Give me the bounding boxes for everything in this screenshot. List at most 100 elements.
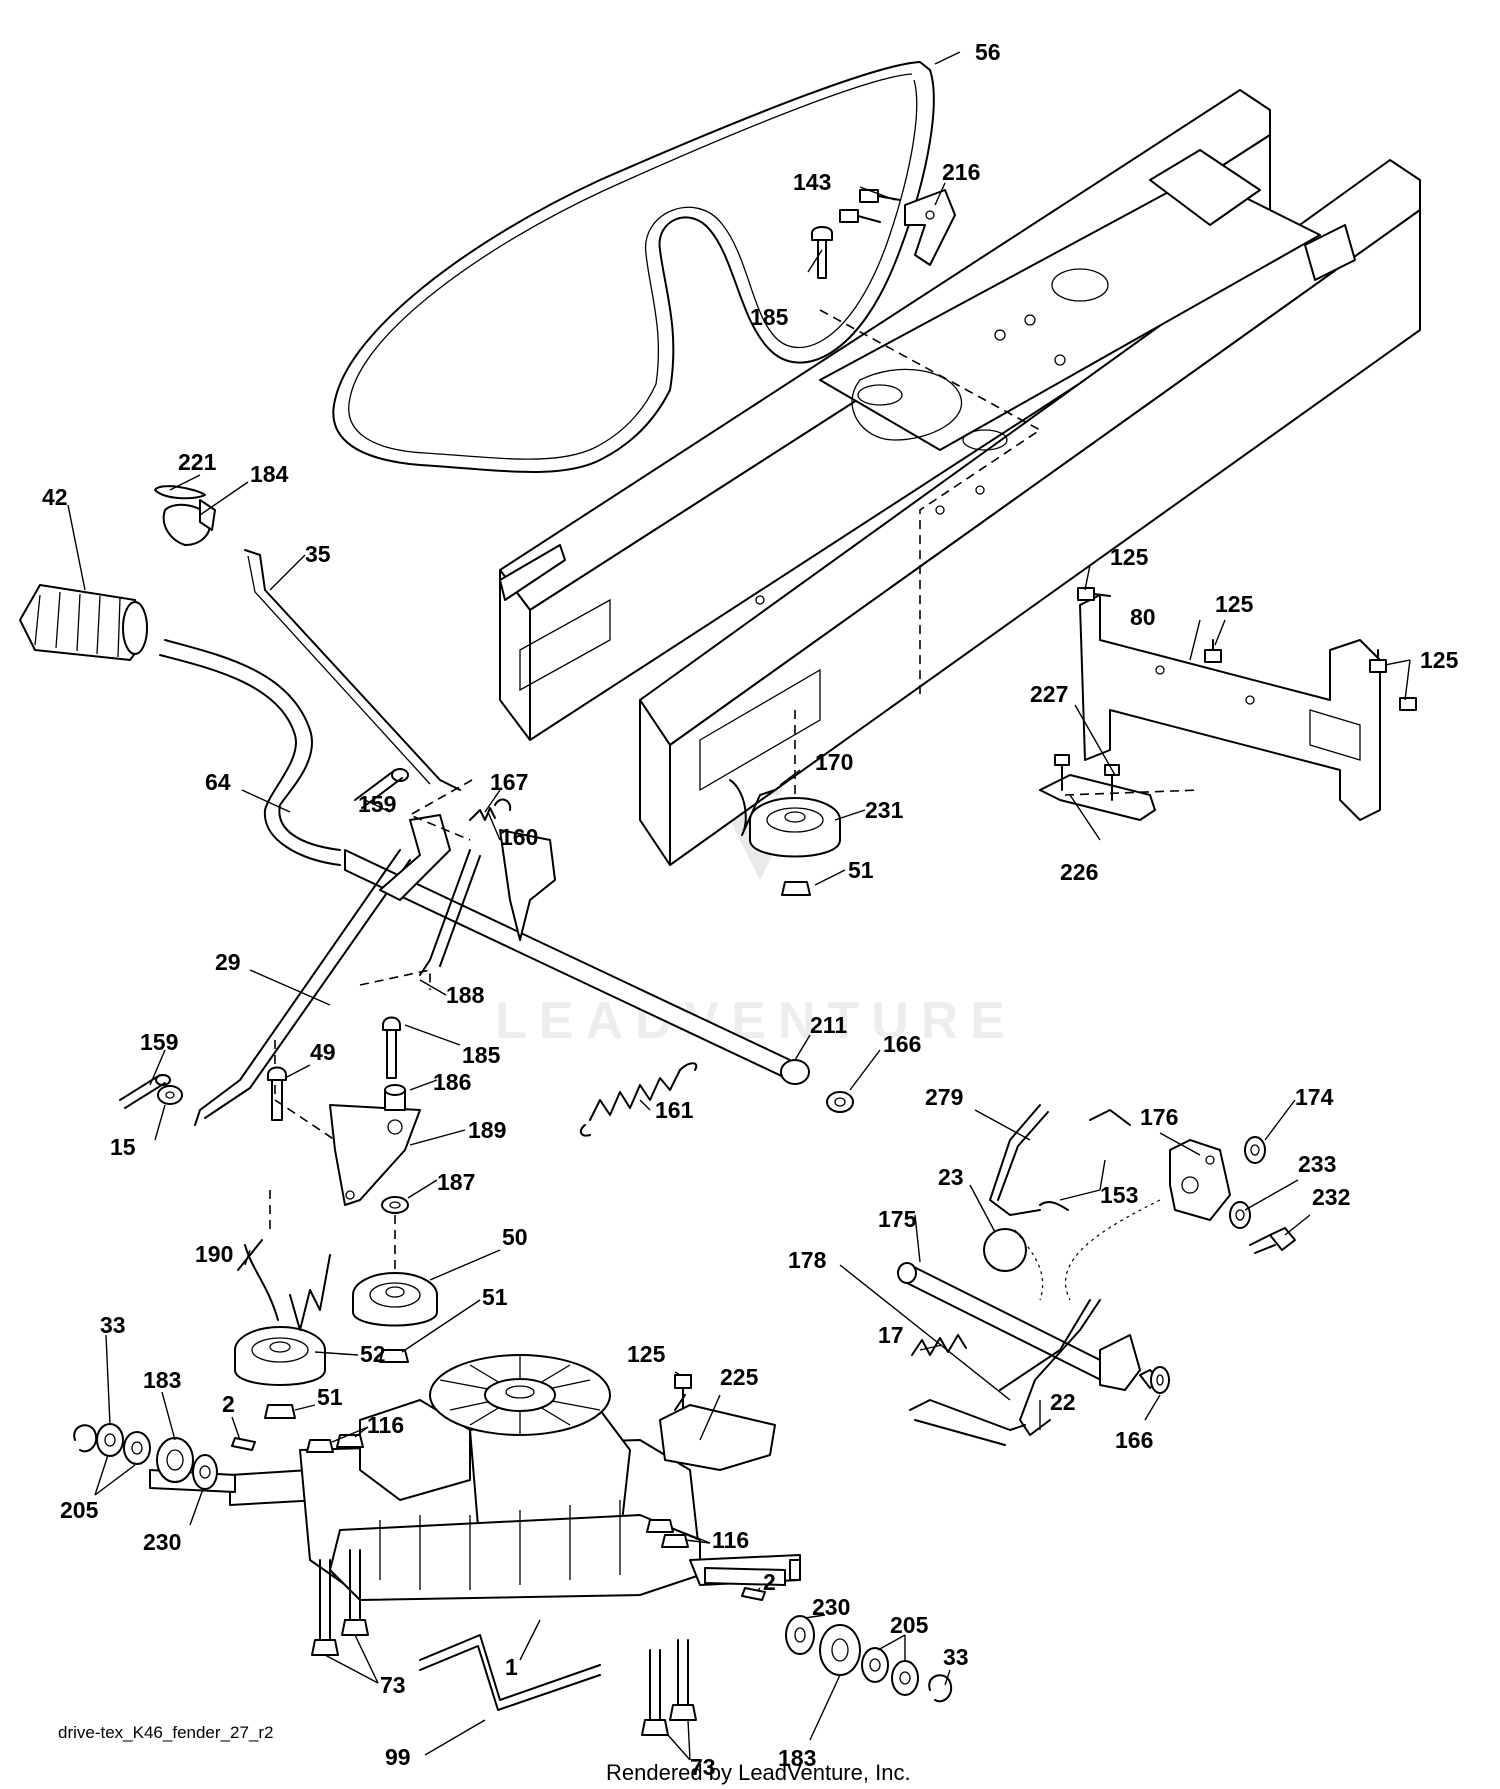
- callout-49: 49: [310, 1039, 336, 1065]
- callout-125: 125: [1110, 544, 1149, 570]
- bearing-183-right: [819, 1624, 861, 1676]
- bolt-185-lower: [382, 1016, 401, 1079]
- bolt-125-bracket-225: [674, 1374, 692, 1409]
- fan-pulley: [429, 1354, 611, 1436]
- pedal-arm-64: [159, 639, 341, 866]
- callout-51: 51: [848, 857, 874, 883]
- springs-167-160: [469, 798, 512, 821]
- callout-205: 205: [890, 1612, 929, 1638]
- callout-143: 143: [793, 169, 831, 195]
- lever-arm: [379, 814, 556, 941]
- callout-184: 184: [250, 461, 289, 487]
- callout-226: 226: [1060, 859, 1098, 885]
- key-2-right: [741, 1587, 766, 1601]
- bolts-227: [1054, 754, 1120, 801]
- callout-116: 116: [367, 1412, 404, 1438]
- callout-231: 231: [865, 797, 904, 823]
- lever-22: [909, 1299, 1101, 1446]
- bolts-143: [839, 189, 901, 223]
- clevis-pin-159-lower: [119, 1074, 171, 1109]
- washer-230-right: [785, 1615, 815, 1655]
- callout-73: 73: [380, 1672, 406, 1698]
- clips-153: [1039, 1109, 1131, 1211]
- plate-226: [1039, 774, 1156, 821]
- pulley-50: [352, 1272, 438, 1327]
- callout-51: 51: [317, 1384, 343, 1410]
- callout-159: 159: [140, 1029, 178, 1055]
- rod-279: [989, 1104, 1049, 1216]
- bolts-125-bracket: [1077, 587, 1417, 711]
- dashed-lines-upper: [274, 779, 473, 1151]
- watermark-text: LEADVENTURE: [495, 992, 1017, 1050]
- callout-174: 174: [1295, 1084, 1334, 1110]
- frame-rails: [499, 89, 1421, 866]
- callout-1: 1: [505, 1654, 518, 1680]
- callout-185: 185: [462, 1042, 501, 1068]
- callout-225: 225: [720, 1364, 759, 1390]
- grommet-23: [983, 1228, 1027, 1272]
- callout-125: 125: [1215, 591, 1254, 617]
- callout-80: 80: [1130, 604, 1156, 630]
- callout-167: 167: [490, 769, 528, 795]
- knob-184: [162, 499, 216, 546]
- callout-29: 29: [215, 949, 241, 975]
- spring-161: [579, 1062, 698, 1137]
- callout-211: 211: [810, 1012, 847, 1038]
- washer-187: [381, 1196, 409, 1214]
- callout-232: 232: [1312, 1184, 1350, 1210]
- callout-216: 216: [942, 159, 980, 185]
- callout-56: 56: [975, 39, 1001, 65]
- callout-159: 159: [358, 791, 396, 817]
- callout-52: 52: [360, 1341, 386, 1367]
- callout-188: 188: [446, 982, 485, 1008]
- callout-166: 166: [1115, 1427, 1153, 1453]
- callout-160: 160: [500, 824, 538, 850]
- callout-175: 175: [878, 1206, 917, 1232]
- key-2-left: [231, 1437, 256, 1451]
- washer-233: [1229, 1201, 1251, 1229]
- callout-17: 17: [878, 1322, 904, 1348]
- washer-15: [157, 1085, 183, 1105]
- callout-2: 2: [763, 1569, 776, 1595]
- callout-2: 2: [222, 1391, 235, 1417]
- callout-279: 279: [925, 1084, 963, 1110]
- clevis-pin-159-upper: [354, 768, 409, 809]
- callout-99: 99: [385, 1744, 411, 1770]
- callout-labels: 56 143 216 185 221 184 42 35 125 125 80 …: [42, 39, 1459, 1780]
- washer-166-shaft: [826, 1091, 854, 1113]
- rod-29: [194, 849, 411, 1126]
- callout-227: 227: [1030, 681, 1068, 707]
- callout-170: 170: [815, 749, 853, 775]
- callout-161: 161: [655, 1097, 694, 1123]
- callout-166: 166: [883, 1031, 921, 1057]
- ring-33-left: [73, 1424, 98, 1453]
- bolt-49: [267, 1066, 287, 1121]
- pedal-pad-42: [19, 584, 148, 661]
- washer-230-left: [192, 1454, 218, 1490]
- callout-153: 153: [1100, 1182, 1138, 1208]
- callout-35: 35: [305, 541, 331, 567]
- cross-shaft-211: [344, 849, 810, 1085]
- dotted-lines-right: [1014, 1199, 1161, 1301]
- transaxle-1: [229, 1399, 801, 1601]
- callout-176: 176: [1140, 1104, 1178, 1130]
- nuts-51: [264, 881, 811, 1419]
- washer-174: [1244, 1136, 1266, 1164]
- callout-183: 183: [778, 1745, 816, 1771]
- drive-belt-56: [332, 61, 935, 473]
- callout-205: 205: [60, 1497, 99, 1523]
- ring-33-right: [928, 1674, 953, 1703]
- callout-125: 125: [627, 1341, 666, 1367]
- clip-221: [154, 485, 206, 500]
- washers-205-right: [861, 1647, 919, 1696]
- callout-233: 233: [1298, 1151, 1336, 1177]
- callout-23: 23: [938, 1164, 964, 1190]
- rod-188: [419, 849, 481, 976]
- pulley-52: [234, 1326, 326, 1386]
- pulley-231: [749, 797, 841, 858]
- render-credit: Rendered by LeadVenture, Inc.: [606, 1760, 911, 1785]
- spring-170: [729, 779, 776, 836]
- callout-22: 22: [1050, 1389, 1076, 1415]
- callout-64: 64: [205, 769, 231, 795]
